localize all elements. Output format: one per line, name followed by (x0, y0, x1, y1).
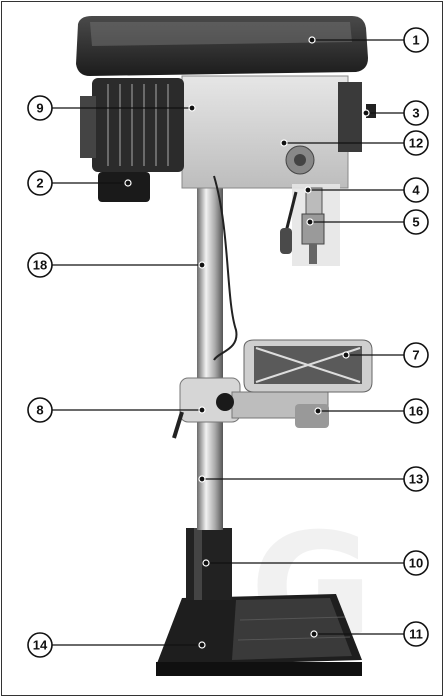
callout-circle (403, 466, 429, 492)
leader-dot-4 (304, 186, 312, 194)
callout-number: 9 (36, 101, 43, 116)
leader-dot-1 (308, 36, 316, 44)
leader-dot-2 (124, 179, 132, 187)
leader-dot-7 (342, 351, 350, 359)
callout-number: 8 (36, 403, 43, 418)
callout-circle (27, 397, 53, 423)
callout-number: 5 (412, 215, 419, 230)
callout-3: 3 (403, 100, 429, 126)
callout-number: 18 (33, 258, 47, 273)
leader-dot-8 (198, 406, 206, 414)
callout-7: 7 (403, 342, 429, 368)
callout-circle (27, 170, 53, 196)
leader-dot-14 (198, 641, 206, 649)
callout-circle (403, 100, 429, 126)
callout-16: 16 (403, 398, 429, 424)
belt-cover (76, 16, 368, 76)
callout-circle (403, 177, 429, 203)
callout-number: 12 (409, 136, 423, 151)
callout-number: 7 (412, 348, 419, 363)
callout-number: 11 (409, 627, 423, 642)
motor (80, 78, 184, 202)
leader-dot-13 (198, 475, 206, 483)
callout-number: 13 (409, 472, 423, 487)
callout-circle (403, 398, 429, 424)
leader-dot-3 (362, 109, 370, 117)
callout-12: 12 (403, 130, 429, 156)
callout-11: 11 (403, 621, 429, 647)
callout-9: 9 (27, 95, 53, 121)
callout-1: 1 (403, 27, 429, 53)
callout-10: 10 (403, 550, 429, 576)
callout-number: 1 (412, 33, 419, 48)
callout-circle (403, 130, 429, 156)
callout-number: 16 (409, 404, 423, 419)
power-cable (213, 175, 238, 361)
callout-13: 13 (403, 466, 429, 492)
callout-4: 4 (403, 177, 429, 203)
leader-dot-12 (280, 139, 288, 147)
callout-2: 2 (27, 170, 53, 196)
callout-number: 3 (412, 106, 419, 121)
callout-circle (27, 632, 53, 658)
leader-dot-11 (310, 630, 318, 638)
callout-circle (403, 27, 429, 53)
callout-circle (403, 209, 429, 235)
callout-5: 5 (403, 209, 429, 235)
leader-dot-18 (198, 261, 206, 269)
callout-circle (403, 621, 429, 647)
callout-circle (27, 95, 53, 121)
work-table (243, 339, 373, 393)
callout-number: 2 (36, 176, 43, 191)
callout-number: 14 (33, 638, 48, 653)
callout-14: 14 (27, 632, 53, 658)
callout-8: 8 (27, 397, 53, 423)
base-plate (156, 594, 362, 676)
leader-dot-9 (188, 104, 196, 112)
callout-circle (403, 342, 429, 368)
callout-18: 18 (27, 252, 53, 278)
callout-number: 4 (412, 183, 420, 198)
head-casting (181, 75, 376, 189)
column (197, 168, 223, 530)
callout-number: 10 (409, 556, 423, 571)
table-support (172, 377, 329, 439)
callout-circle (27, 252, 53, 278)
callout-circle (403, 550, 429, 576)
column-base (186, 528, 232, 600)
leader-dot-10 (202, 559, 210, 567)
leader-dot-16 (314, 407, 322, 415)
leader-dot-5 (306, 218, 314, 226)
